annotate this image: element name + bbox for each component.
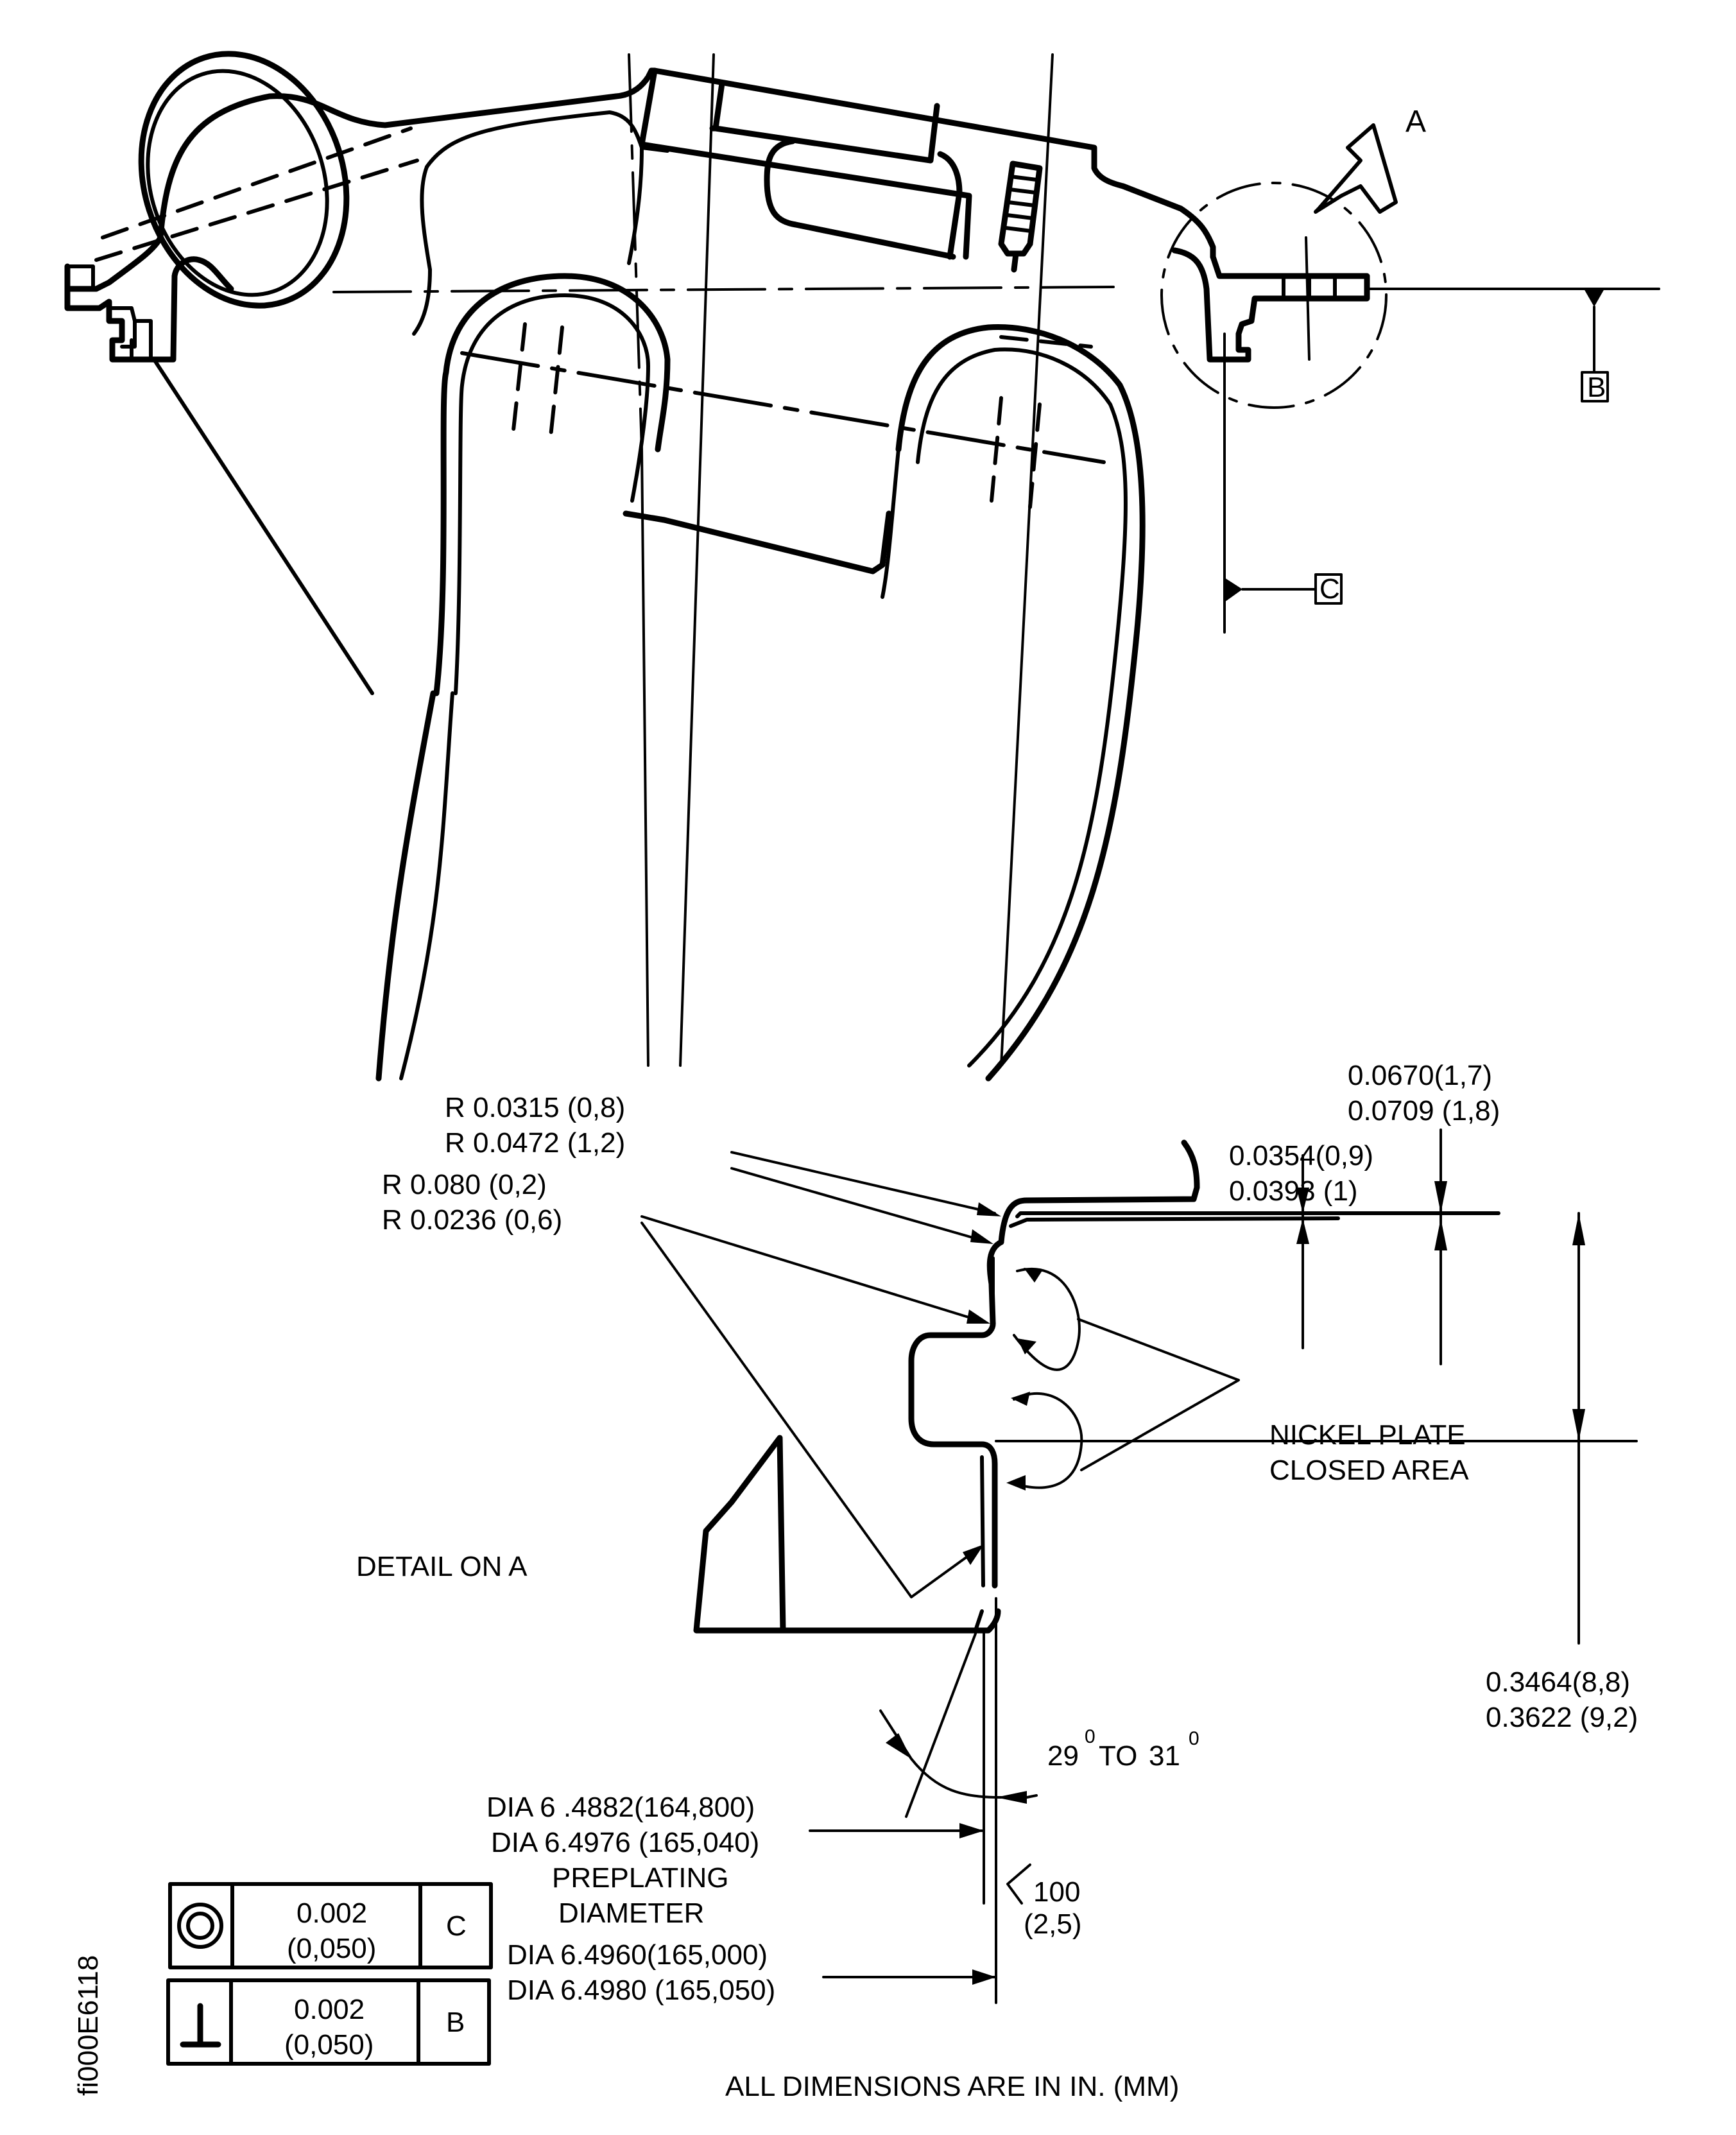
fastener-centerline xyxy=(1000,53,1054,1067)
fcf2-metric: (0,050) xyxy=(284,2029,374,2061)
datum-c-box xyxy=(1314,573,1343,605)
datum-b-label: B xyxy=(1587,372,1606,403)
dim-top-inner-1: 0.0354(0,9) xyxy=(1229,1140,1373,1171)
preplating-dia-1: DIA 6 .4882(164,800) xyxy=(486,1792,755,1823)
angle-to: 31 xyxy=(1149,1740,1180,1772)
casing-section-view: A B C xyxy=(64,51,1660,1082)
datum-c-label: C xyxy=(1319,573,1340,605)
final-dia-1: DIA 6.4960(165,000) xyxy=(507,1939,768,1971)
counterbore-outline xyxy=(639,67,972,260)
fcf2-value: 0.002 xyxy=(294,1994,365,2025)
detail-title: DETAIL ON A xyxy=(356,1551,528,1582)
dim-top-outer-2: 0.0709 (1,8) xyxy=(1348,1095,1500,1127)
figure-id: fi000E6118 xyxy=(73,1955,104,2096)
main-centerline xyxy=(679,53,715,1067)
dim-height-1: 0.3464(8,8) xyxy=(1486,1666,1630,1698)
dim-top-outer-1: 0.0670(1,7) xyxy=(1348,1060,1492,1091)
nickel-note-1: NICKEL PLATE xyxy=(1269,1419,1466,1451)
surface-roughness-icon xyxy=(1006,1863,1031,1905)
mid-slot xyxy=(764,138,963,260)
radius-label-1b: R 0.0472 (1,2) xyxy=(445,1127,625,1159)
view-arrow-a xyxy=(1314,123,1398,214)
nickel-note-2: CLOSED AREA xyxy=(1269,1455,1469,1486)
dim-height-2: 0.3622 (9,2) xyxy=(1486,1702,1638,1733)
left-oval-port xyxy=(138,51,350,309)
view-arrow-label: A xyxy=(1405,105,1426,139)
detail-annotations: R 0.0315 (0,8) R 0.0472 (1,2) R 0.080 (0… xyxy=(73,1060,1638,2102)
dim-top-inner-2: 0.0393 (1) xyxy=(1229,1175,1358,1207)
fcf2-datum: B xyxy=(446,2007,465,2038)
preplating-label: PREPLATING xyxy=(552,1862,728,1894)
perpendicularity-icon xyxy=(180,2003,221,2048)
radius-label-1a: R 0.0315 (0,8) xyxy=(445,1092,625,1123)
detail-a-circle xyxy=(1160,182,1388,409)
detail-profile xyxy=(998,1139,1200,1245)
angle-deg-1: 0 xyxy=(1085,1726,1096,1747)
roughness-metric: (2,5) xyxy=(1024,1908,1081,1940)
units-note: ALL DIMENSIONS ARE IN IN. (MM) xyxy=(725,2071,1179,2102)
radius-label-2b: R 0.0236 (0,6) xyxy=(382,1204,562,1236)
right-flange xyxy=(1171,247,1370,363)
detail-a-view xyxy=(640,1128,1638,2004)
angle-from: 29 xyxy=(1047,1740,1079,1772)
angle-to-word: TO xyxy=(1099,1740,1137,1772)
feature-control-frame-perpendicularity: 0.002 (0,050) B xyxy=(166,1978,491,2066)
concentricity-icon xyxy=(177,1903,223,1949)
feature-control-frame-concentricity: 0.002 (0,050) C xyxy=(168,1882,493,1969)
diameter-label: DIAMETER xyxy=(558,1897,704,1929)
final-dia-2: DIA 6.4980 (165,050) xyxy=(507,1975,775,2006)
roughness-value: 100 xyxy=(1033,1876,1080,1908)
fcf1-value: 0.002 xyxy=(296,1897,367,1929)
threaded-fastener xyxy=(998,160,1043,273)
preplating-dia-2: DIA 6.4976 (165,040) xyxy=(491,1827,759,1858)
datum-b-box xyxy=(1581,371,1609,402)
fcf1-metric: (0,050) xyxy=(287,1933,376,1964)
radius-label-2a: R 0.080 (0,2) xyxy=(382,1169,547,1200)
left-transition-duct xyxy=(375,273,671,1082)
fcf1-datum: C xyxy=(446,1910,467,1942)
right-transition-duct xyxy=(895,324,1146,1082)
angle-deg-2: 0 xyxy=(1189,1728,1199,1749)
